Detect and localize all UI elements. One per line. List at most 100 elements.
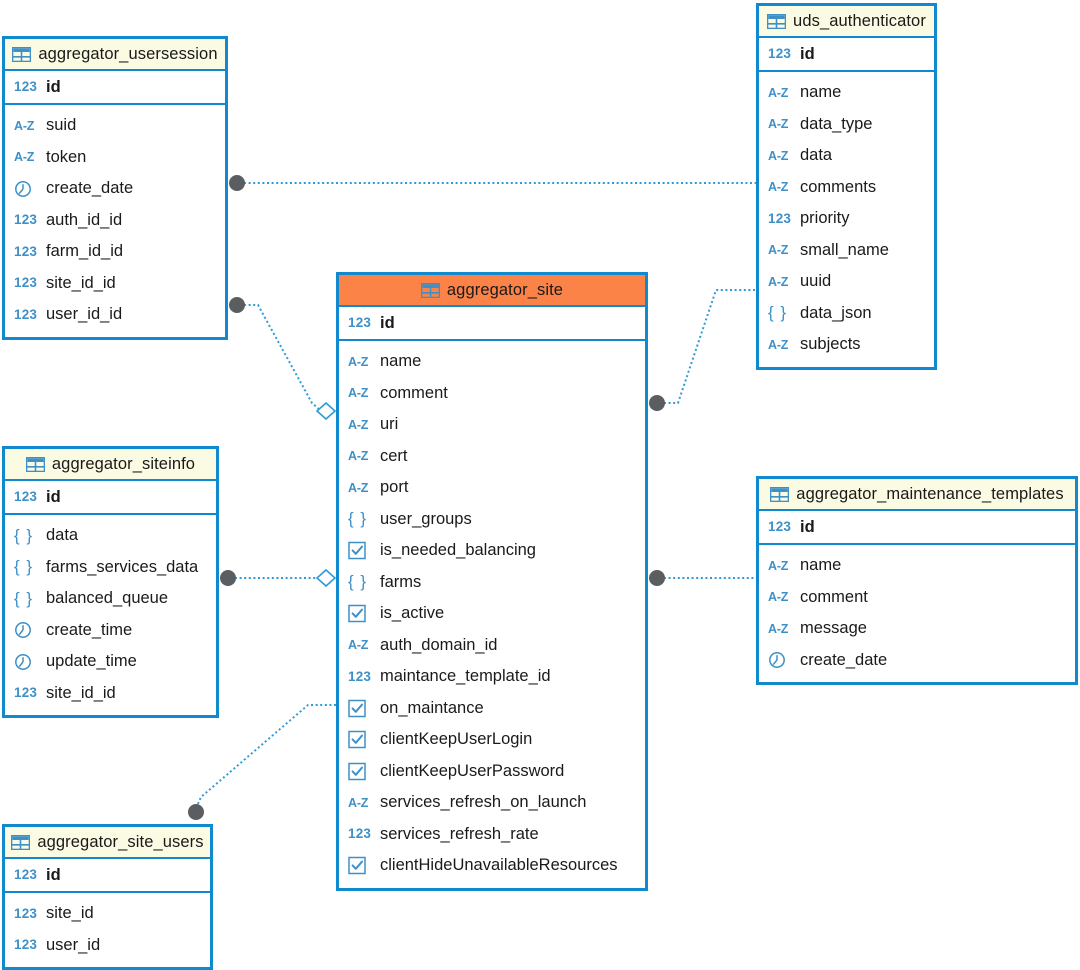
column-name: services_refresh_on_launch <box>380 793 587 812</box>
relationship-siteinfo-to-aggregator_site[interactable] <box>220 568 337 588</box>
column-row[interactable]: create_date <box>768 645 1075 677</box>
table-header-aggregator_site_users[interactable]: aggregator_site_users <box>5 827 210 859</box>
table-header-aggregator_maintenance_templates[interactable]: aggregator_maintenance_templates <box>759 479 1075 511</box>
column-row[interactable]: 123 site_id_id <box>14 678 216 710</box>
column-row[interactable]: A-Z uri <box>348 409 645 441</box>
number-type-icon: 123 <box>14 937 38 953</box>
column-row[interactable]: update_time <box>14 646 216 678</box>
text-type-icon: A-Z <box>348 638 369 653</box>
column-name: clientHideUnavailableResources <box>380 856 618 875</box>
column-row[interactable]: { }farms <box>348 567 645 599</box>
column-name: data_json <box>800 303 872 322</box>
column-row[interactable]: create_time <box>14 615 216 647</box>
column-row[interactable]: { }balanced_queue <box>14 583 216 615</box>
relationship-aggregator_site-to-maintenance_templates[interactable] <box>649 570 756 586</box>
column-row[interactable]: { } data_json <box>768 298 934 330</box>
column-row[interactable]: is_needed_balancing <box>348 535 645 567</box>
table-title: aggregator_maintenance_templates <box>796 484 1064 503</box>
relationship-endpoint-dot <box>188 804 204 820</box>
relationship-aggregator_site-to-site_users[interactable] <box>188 704 336 820</box>
text-type-icon: A-Z <box>348 354 369 369</box>
column-row[interactable]: clientKeepUserLogin <box>348 724 645 756</box>
text-type-icon: A-Z <box>348 417 369 432</box>
column-name: small_name <box>800 240 889 259</box>
json-braces-type-icon: { } <box>768 303 788 323</box>
table-header-uds_authenticator[interactable]: uds_authenticator <box>759 6 934 38</box>
column-row[interactable]: { }user_groups <box>348 504 645 536</box>
column-row[interactable]: create_date <box>14 173 225 205</box>
column-row[interactable]: { } data <box>14 520 216 552</box>
relationship-endpoint-dot <box>220 570 236 586</box>
number-type-icon: 123 <box>348 826 372 842</box>
column-row[interactable]: is_active <box>348 598 645 630</box>
relationship-aggregator_site-to-uds_authenticator[interactable] <box>649 289 756 411</box>
column-name: uri <box>380 415 399 434</box>
clock-type-icon <box>768 651 793 669</box>
json-braces-type-icon: { } <box>14 525 34 545</box>
column-row[interactable]: on_maintance <box>348 693 645 725</box>
relationship-line <box>196 704 336 807</box>
column-name: maintance_template_id <box>380 667 551 686</box>
relationship-usersession-to-uds_authenticator[interactable] <box>229 175 756 191</box>
column-name: id <box>380 313 395 332</box>
column-row[interactable]: clientKeepUserPassword <box>348 756 645 788</box>
table-header-aggregator_siteinfo[interactable]: aggregator_siteinfo <box>5 449 216 481</box>
column-row[interactable]: { }farms_services_data <box>14 552 216 584</box>
column-name: site_id_id <box>46 683 116 702</box>
table-header-aggregator_site[interactable]: aggregator_site <box>339 275 645 307</box>
table-header-aggregator_usersession[interactable]: aggregator_usersession <box>5 39 225 71</box>
column-name: name <box>800 83 842 102</box>
column-row[interactable]: clientHideUnavailableResources <box>348 850 645 882</box>
number-type-icon: 123 <box>14 685 38 701</box>
table-title: aggregator_siteinfo <box>51 454 196 473</box>
column-name: user_groups <box>380 509 472 528</box>
text-type-icon: A-Z <box>768 274 789 289</box>
column-name: on_maintance <box>380 698 484 717</box>
column-name: id <box>46 865 61 884</box>
number-type-icon: 123 <box>768 46 792 61</box>
relationship-usersession-to-aggregator_site[interactable] <box>229 297 337 421</box>
column-name: data <box>46 526 79 545</box>
column-list: { } data { }farms_services_data{ }balanced… <box>5 515 216 715</box>
